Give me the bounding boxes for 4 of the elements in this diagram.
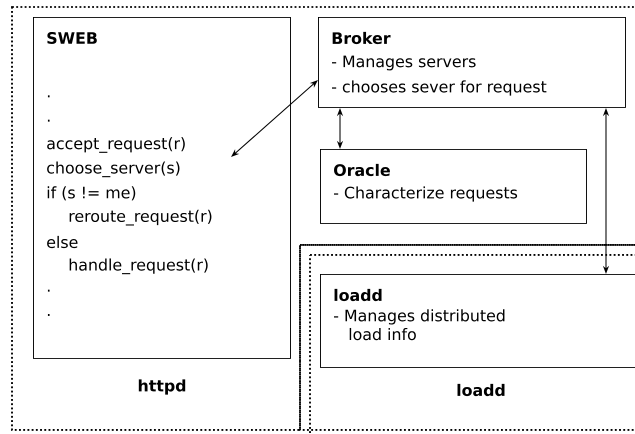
- component-box: SWEB . . accept_request(r) choose_server(s) if (s != me) reroute_request(r) else handle_request(r) . .: [33, 17, 291, 359]
- component-box: Broker - Manages servers - chooses sever for request: [318, 17, 626, 108]
- component-box: loadd - Manages distributed load info: [320, 274, 635, 368]
- component-box: Oracle - Characterize requests: [320, 149, 587, 224]
